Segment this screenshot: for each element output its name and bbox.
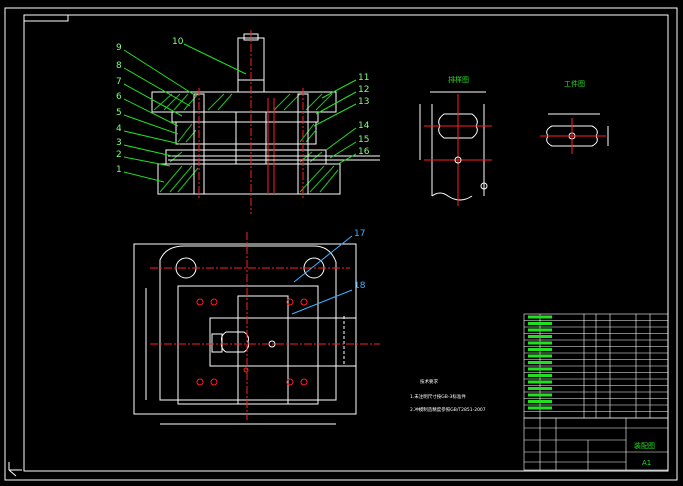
- section-hatching: [153, 93, 339, 193]
- sheet-frame: [4, 7, 678, 481]
- plan-blank: [221, 331, 249, 353]
- part-label: 10: [172, 37, 184, 47]
- lower-holder-outline: [133, 243, 357, 415]
- holder-body: [159, 245, 337, 401]
- tech-note-line: 2.冲模制造精度参照GB/T2851-2007: [410, 406, 486, 413]
- part-label: 2: [116, 150, 122, 160]
- bom-row-text-mark: [528, 322, 552, 325]
- part-label: 8: [116, 61, 122, 71]
- bom-row-text-mark: [528, 328, 552, 332]
- workpiece-title: 工件图: [564, 79, 585, 88]
- bom-row-text-mark: [528, 387, 552, 390]
- inner-border: [23, 14, 669, 472]
- strip-layout-view: 排样图: [419, 75, 492, 206]
- part-label: 1: [116, 165, 122, 175]
- part-label: 3: [116, 138, 122, 148]
- strip-layout-title: 排样图: [448, 75, 469, 84]
- part-label: 9: [116, 43, 122, 53]
- strip-material: [209, 317, 357, 367]
- workpiece-view: 工件图: [540, 79, 609, 154]
- part-label: 17: [354, 229, 365, 239]
- drawing-name: 装配图: [634, 441, 655, 450]
- bom-row-text-mark: [528, 367, 552, 371]
- strip-blank: [438, 113, 478, 139]
- part-label: 16: [358, 147, 370, 157]
- corner-tab: [23, 14, 69, 22]
- outer-border: [4, 7, 678, 481]
- ucs-icon: [8, 462, 22, 477]
- part-label: 13: [358, 97, 369, 107]
- part-label: 4: [116, 124, 122, 134]
- bom-row-text-mark: [528, 393, 552, 397]
- title-block: [523, 417, 669, 471]
- part-label: 5: [116, 108, 122, 118]
- bom-row-text-mark: [528, 354, 552, 358]
- tech-note-line: 1.未注明尺寸按GB-3标准件: [410, 393, 466, 400]
- bom-row-text-mark: [528, 400, 552, 403]
- bill-of-materials: [523, 313, 669, 419]
- bom-row-text-mark: [528, 406, 552, 410]
- bom-row-text-mark: [528, 335, 552, 338]
- tech-notes-heading: 技术要求: [420, 378, 438, 385]
- die-plate: [165, 149, 327, 165]
- technical-notes: 技术要求 1.未注明尺寸按GB-3标准件 2.冲模制造精度参照GB/T2851-…: [410, 378, 486, 413]
- part-label: 11: [358, 73, 369, 83]
- part-label: 7: [116, 77, 122, 87]
- bom-row-text-mark: [528, 380, 552, 384]
- part-label: 6: [116, 92, 122, 102]
- bom-row-text-mark: [528, 361, 552, 364]
- bom-row-text-mark: [528, 348, 552, 351]
- front-section-view: 9 8 7 6 5 4 3 2 1 10 11 12 13 14 15 16: [116, 30, 380, 214]
- plan-view: 17 18: [133, 229, 380, 425]
- stripper-plate: [175, 121, 317, 145]
- part-label: 14: [358, 121, 370, 131]
- sheet-size: A1: [642, 459, 651, 467]
- workpiece-outline: [546, 125, 598, 147]
- bom-row-text-mark: [528, 374, 552, 377]
- right-part-labels: 11 12 13 14 15 16: [358, 73, 370, 157]
- bom-row-text-mark: [528, 341, 552, 345]
- part-label: 15: [358, 135, 369, 145]
- part-label: 12: [358, 85, 369, 95]
- bom-row-text-mark: [528, 315, 552, 319]
- left-part-labels: 9 8 7 6 5 4 3 2 1 10: [116, 37, 184, 175]
- part-label: 18: [354, 281, 366, 291]
